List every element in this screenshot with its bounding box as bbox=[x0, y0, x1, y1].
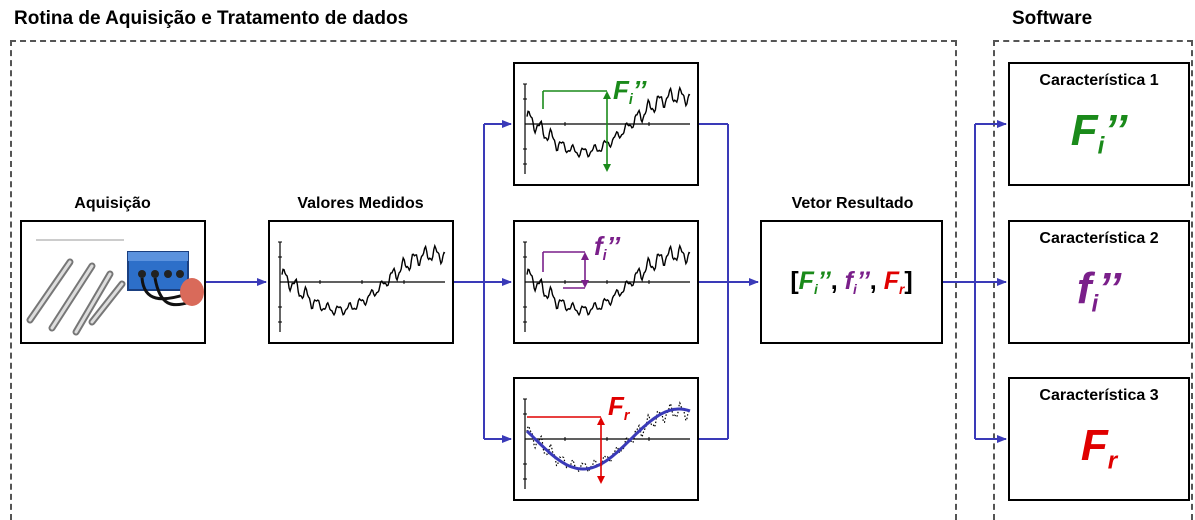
result-vector-label: Vetor Resultado bbox=[760, 195, 945, 213]
marker-arrow-down bbox=[597, 476, 605, 484]
feature-2-title: Característica 2 bbox=[1010, 230, 1188, 248]
software-title: Software bbox=[1012, 8, 1092, 30]
feature-box-1: Característica 1 Fi’’ bbox=[1008, 62, 1190, 186]
plot-3-annotation: Fr bbox=[608, 393, 629, 423]
marker-arrow-up bbox=[603, 91, 611, 99]
measured-values-box bbox=[268, 220, 454, 344]
feature-3-title: Característica 3 bbox=[1010, 387, 1188, 405]
acquisition-box bbox=[20, 220, 206, 344]
feature-3-signal-plot bbox=[515, 379, 697, 499]
measured-values-label: Valores Medidos bbox=[268, 195, 453, 213]
marker-arrow-down bbox=[603, 164, 611, 172]
plot-1-annotation: Fi’’ bbox=[613, 77, 646, 107]
result-vector-text: [Fi’’, fi’’, Fr] bbox=[762, 267, 941, 297]
feature-1-title: Característica 1 bbox=[1010, 72, 1188, 90]
feature-plot-box-1 bbox=[513, 62, 699, 186]
marker-arrow-up bbox=[597, 417, 605, 425]
measured-signal bbox=[282, 246, 445, 315]
feature-1-symbol: Fi’’ bbox=[1010, 106, 1188, 160]
feature-box-3: Característica 3 Fr bbox=[1008, 377, 1190, 501]
sensor-equipment-icon bbox=[22, 222, 204, 342]
feature-box-2: Característica 2 fi’’ bbox=[1008, 220, 1190, 344]
feature-plot-box-3 bbox=[513, 377, 699, 501]
feature-2-symbol: fi’’ bbox=[1010, 264, 1188, 318]
marker-arrow-down bbox=[581, 280, 589, 288]
feature-1-signal-plot bbox=[515, 64, 697, 184]
feature-3-symbol: Fr bbox=[1010, 421, 1188, 475]
measured-signal-plot bbox=[270, 222, 452, 342]
acquisition-label: Aquisição bbox=[20, 195, 205, 213]
marker-arrow-up bbox=[581, 252, 589, 260]
plot-2-annotation: fi’’ bbox=[594, 233, 620, 263]
routine-title: Rotina de Aquisição e Tratamento de dado… bbox=[14, 8, 408, 30]
result-vector-box: [Fi’’, fi’’, Fr] bbox=[760, 220, 943, 344]
